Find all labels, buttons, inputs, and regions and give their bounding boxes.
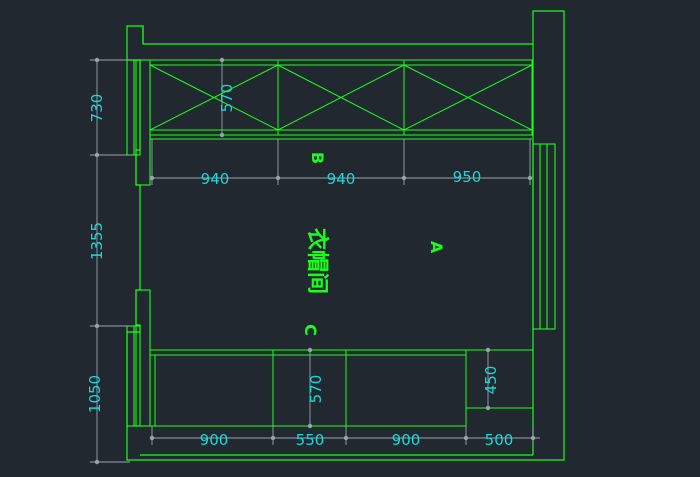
dim-top-width-1: 940 bbox=[201, 170, 230, 188]
tick bbox=[219, 132, 225, 138]
dim-bottom-depth-label: 570 bbox=[307, 375, 325, 404]
tick bbox=[94, 323, 100, 329]
hanging-rail-3b bbox=[403, 64, 533, 131]
zone-c-label: C bbox=[301, 324, 320, 336]
tick bbox=[219, 57, 225, 63]
tick bbox=[463, 435, 469, 441]
dim-top-width-3: 950 bbox=[453, 168, 482, 186]
zone-a-label: A bbox=[427, 241, 446, 254]
wall-outline bbox=[126, 10, 565, 461]
openings bbox=[126, 59, 556, 427]
tick bbox=[343, 435, 349, 441]
room-labels: 衣帽间 A B C bbox=[301, 152, 446, 336]
top-wardrobe bbox=[149, 59, 533, 140]
tick bbox=[94, 459, 100, 465]
dim-bottom-width-3: 900 bbox=[392, 431, 421, 449]
tick bbox=[485, 347, 491, 353]
top-wardrobe-body bbox=[149, 59, 533, 136]
window-bottom-left-frame bbox=[135, 289, 151, 427]
dim-right-unit-depth-label: 450 bbox=[482, 366, 500, 395]
hanging-rail-1b bbox=[149, 64, 279, 131]
tick bbox=[94, 57, 100, 63]
dim-bottom-width-4: 500 bbox=[485, 431, 514, 449]
window-top-left-frame bbox=[135, 59, 151, 186]
window-right bbox=[532, 143, 556, 330]
tick bbox=[270, 435, 276, 441]
bottom-cabinets bbox=[149, 349, 534, 427]
tick bbox=[401, 175, 407, 181]
tick bbox=[149, 435, 155, 441]
room-name-label: 衣帽间 bbox=[304, 228, 330, 294]
tick bbox=[527, 175, 533, 181]
zone-b-label: B bbox=[308, 152, 327, 164]
tick bbox=[307, 347, 313, 353]
dimension-labels: 940 940 950 570 900 550 900 500 570 450 … bbox=[86, 84, 513, 449]
dim-left-span-bottom: 1050 bbox=[86, 375, 104, 413]
tick bbox=[530, 435, 536, 441]
dim-top-depth-label: 570 bbox=[218, 84, 236, 113]
dim-bottom-width-1: 900 bbox=[200, 431, 229, 449]
dim-left-span-middle: 1355 bbox=[88, 222, 106, 260]
tick bbox=[149, 175, 155, 181]
dim-bottom-width-2: 550 bbox=[296, 431, 325, 449]
bottom-right-unit bbox=[465, 349, 534, 409]
tick bbox=[307, 423, 313, 429]
dimension-ticks bbox=[94, 57, 536, 465]
hanging-rail-2b bbox=[277, 64, 405, 131]
tick bbox=[485, 405, 491, 411]
tick bbox=[94, 152, 100, 158]
tick bbox=[275, 175, 281, 181]
dim-top-width-2: 940 bbox=[327, 170, 356, 188]
dim-left-span-top: 730 bbox=[88, 94, 106, 123]
